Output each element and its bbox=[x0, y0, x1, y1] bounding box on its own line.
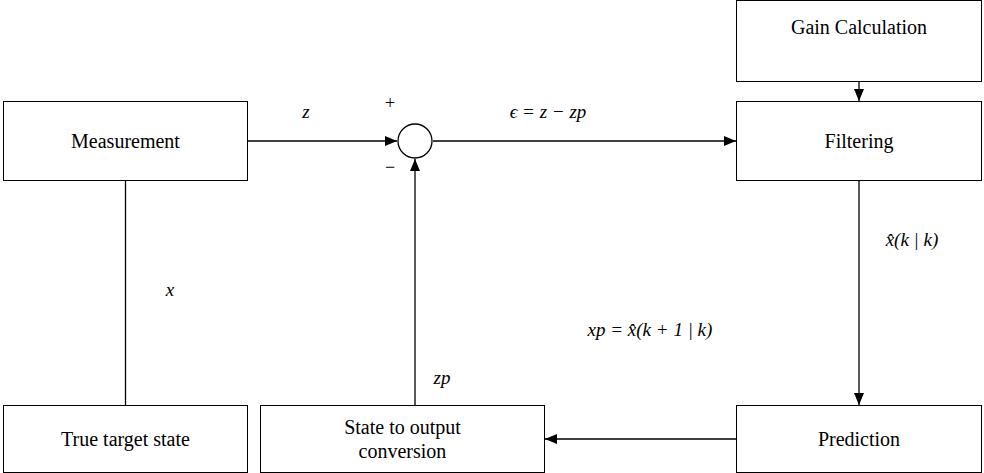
signal-label-holder: xp = x̂(k + 1 | k) bbox=[586, 319, 715, 341]
signal-arrow bbox=[858, 82, 859, 101]
process-box: True target state bbox=[3, 405, 248, 473]
process-box: Measurement bbox=[3, 101, 248, 181]
signal-label: z bbox=[300, 101, 311, 123]
signal-label: x bbox=[164, 279, 176, 301]
box-label: Gain Calculation bbox=[791, 15, 927, 39]
box-label: Prediction bbox=[818, 427, 900, 451]
signal-label: zp bbox=[432, 367, 453, 389]
box-label: State to output conversion bbox=[318, 415, 488, 463]
signal-label: x̂(k | k) bbox=[884, 229, 941, 251]
process-box: Filtering bbox=[736, 101, 982, 181]
signal-label-holder: ϵ = z − zp bbox=[508, 101, 589, 123]
sign-label: + bbox=[383, 93, 397, 113]
signal-arrow bbox=[858, 181, 859, 405]
box-label: Filtering bbox=[825, 129, 894, 153]
signal-arrow bbox=[433, 140, 736, 141]
process-box: State to output conversion bbox=[260, 405, 545, 473]
signal-arrow bbox=[414, 159, 415, 405]
summing-junction: +− bbox=[397, 123, 433, 159]
signal-label-holder: zp bbox=[432, 367, 453, 389]
sign-label: − bbox=[383, 157, 397, 177]
signal-arrow bbox=[125, 181, 126, 405]
signal-label: ϵ = z − zp bbox=[508, 101, 589, 123]
box-label: Measurement bbox=[71, 129, 180, 153]
signal-arrow bbox=[545, 438, 736, 439]
signal-label-holder: x̂(k | k) bbox=[884, 229, 941, 251]
junction-circle bbox=[397, 123, 433, 159]
box-label: True target state bbox=[61, 427, 190, 451]
signal-arrow bbox=[248, 140, 397, 141]
process-box: Gain Calculation bbox=[736, 0, 982, 82]
signal-label: xp = x̂(k + 1 | k) bbox=[586, 319, 715, 341]
process-box: Prediction bbox=[736, 405, 982, 473]
signal-label-holder: z bbox=[300, 101, 311, 123]
signal-label-holder: x bbox=[164, 279, 176, 301]
